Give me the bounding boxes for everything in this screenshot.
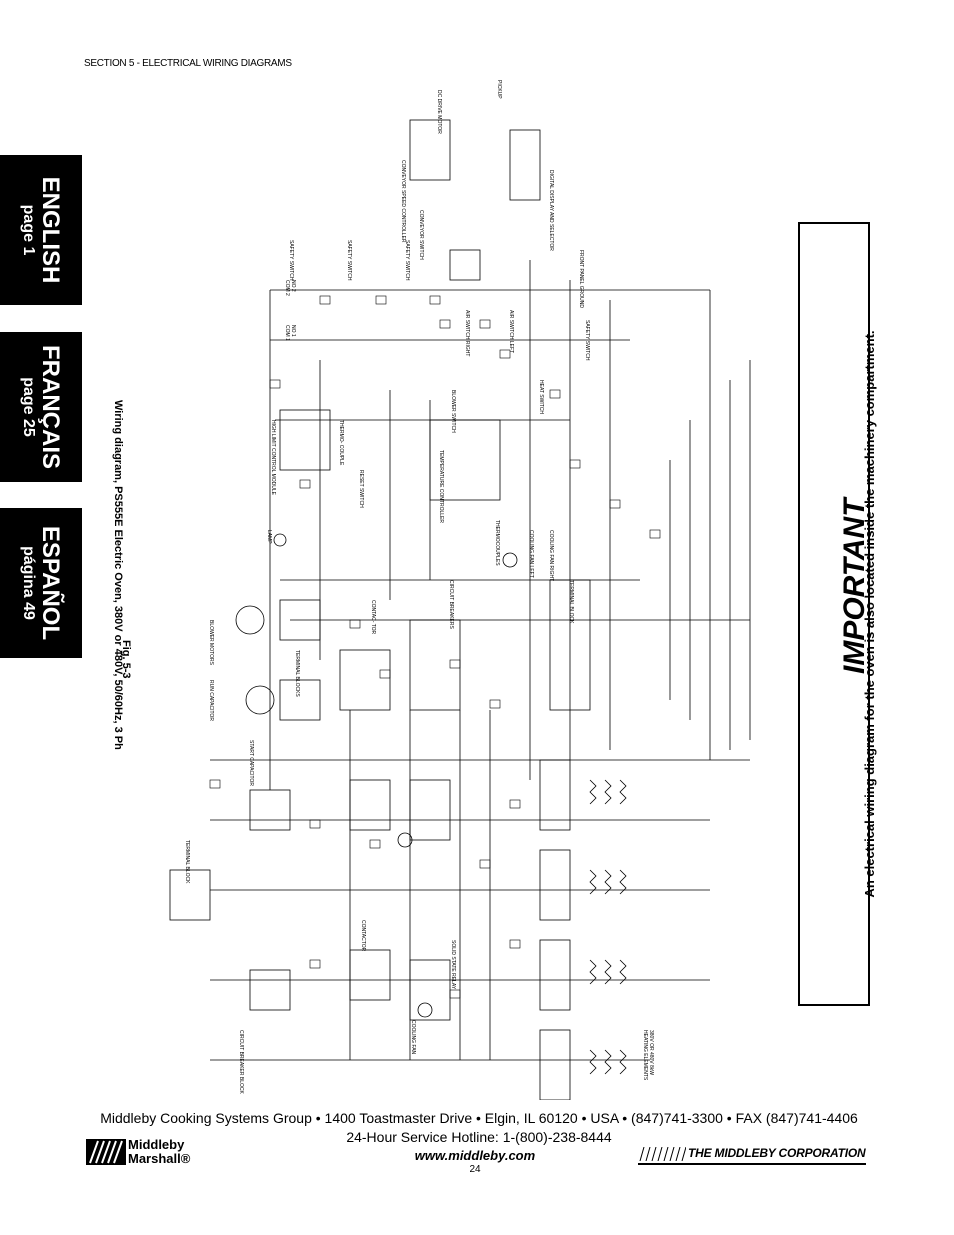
label-thermocouple: THERMO- COUPLE (338, 420, 344, 466)
tab-francais[interactable]: FRANÇAIS page 25 (0, 332, 82, 482)
tab-francais-name: FRANÇAIS (37, 345, 64, 469)
label-pickup: PICKUP (496, 80, 502, 99)
important-notice: IMPORTANT An electrical wiring diagram f… (798, 222, 877, 1006)
tab-english-name: ENGLISH (37, 176, 64, 284)
middleby-marshall-logo: Middleby Marshall® (86, 1137, 196, 1169)
page-number: 24 (469, 1164, 481, 1175)
label-contactor-2: CONTACTOR (360, 920, 366, 952)
label-no2: NO 2 (290, 280, 296, 292)
label-reset-switch: RESET SWITCH (358, 470, 364, 508)
middleby-corporation-logo: THE MIDDLEBY CORPORATION (638, 1143, 866, 1165)
label-no1: NO 1 (290, 325, 296, 337)
label-conveyor-speed-controller: CONVEYOR SPEED CONTROLLER (400, 160, 406, 243)
label-run-capacitor: RUN CAPACITOR (208, 680, 214, 721)
label-conveyor-switch: CONVEYOR SWITCH (418, 210, 424, 260)
tab-espanol[interactable]: ESPAÑOL página 49 (0, 508, 82, 658)
label-cooling-fan-left: COOLING FAN LEFT (528, 530, 534, 578)
label-circuit-breaker-block: CIRCUIT BREAKER BLOCK (238, 1030, 244, 1094)
label-start-capacitor: START CAPACITOR (248, 740, 254, 786)
label-heating-elements: HEATING ELEMENTS (642, 1030, 648, 1081)
label-safety-switch-2: SAFETY SWITCH (346, 240, 352, 281)
middleby-marshall-logo-text: Middleby Marshall® (128, 1137, 191, 1166)
footer-address: Middleby Cooking Systems Group • 1400 To… (100, 1110, 858, 1126)
wiring-diagram: DC DRIVE MOTOR PICKUP CONVEYOR SPEED CON… (169, 80, 751, 1100)
label-safety-switch-3: SAFETY SWITCH (404, 240, 410, 281)
label-safety-switch-1: SAFETY SWITCH (288, 240, 294, 281)
important-body: An electrical wiring diagram for the ove… (862, 330, 877, 898)
label-cooling-fan: COOLING FAN (410, 1020, 416, 1055)
footer-url[interactable]: www.middleby.com (414, 1148, 536, 1163)
label-circuit-breakers: CIRCUIT BREAKERS (448, 580, 454, 629)
logo-underline (638, 1163, 866, 1165)
label-temperature-controller: TEMPERATURE CONTROLLER (438, 450, 444, 523)
label-com2: COM 2 (284, 280, 290, 296)
label-contactor: CONTAC- TOR (370, 600, 376, 635)
tab-espanol-name: ESPAÑOL (37, 525, 64, 641)
label-terminal-blocks: TERMINAL BLOCKS (294, 650, 300, 697)
label-safety-switch-4: SAFETY SWITCH (584, 320, 590, 361)
label-cooling-fan-right: COOLING FAN RIGHT (548, 530, 554, 581)
tab-espanol-page: página 49 (20, 546, 37, 620)
label-high-limit: HIGH LIMIT CONTROL MODULE (270, 420, 276, 496)
tab-francais-page: page 25 (20, 377, 37, 437)
section-header: SECTION 5 - ELECTRICAL WIRING DIAGRAMS (84, 58, 292, 69)
middleby-corporation-logo-text: THE MIDDLEBY CORPORATION (688, 1146, 866, 1160)
label-terminal-block: TERMINAL BLOCK (568, 580, 574, 624)
label-lamp: LAMP (266, 530, 272, 544)
label-com1: COM 1 (284, 325, 290, 341)
label-heating-voltage: 380V OR 480V 8kW (648, 1030, 654, 1075)
label-thermocouples: THERMOCOUPLES (494, 520, 500, 566)
tab-english[interactable]: ENGLISH page 1 (0, 155, 82, 305)
label-solid-state-relay: SOLID STATE RELAY (450, 940, 456, 990)
label-digital-display: DIGITAL DISPLAY AND SELECTOR (548, 170, 554, 251)
label-air-switch-right: AIR SWITCH RIGHT (464, 310, 470, 356)
label-front-panel-ground: FRONT PANEL GROUND (578, 250, 584, 308)
label-air-switch-left: AIR SWITCH LEFT (508, 310, 514, 353)
middleby-corporation-logo-icon (639, 1147, 686, 1161)
label-heat-switch: HEAT SWITCH (538, 380, 544, 414)
label-dc-drive-motor: DC DRIVE MOTOR (436, 90, 442, 134)
tab-english-page: page 1 (20, 204, 37, 256)
label-blower-switch: BLOWER SWITCH (450, 390, 456, 433)
footer-hotline: 24-Hour Service Hotline: 1-(800)-238-844… (346, 1129, 612, 1145)
middleby-marshall-logo-icon (86, 1139, 126, 1165)
label-blower-motors: BLOWER MOTORS (208, 620, 214, 666)
figure-caption: Wiring diagram, PS555E Electric Oven, 38… (112, 400, 124, 750)
label-terminal-block-main: TERMINAL BLOCK (184, 840, 190, 884)
